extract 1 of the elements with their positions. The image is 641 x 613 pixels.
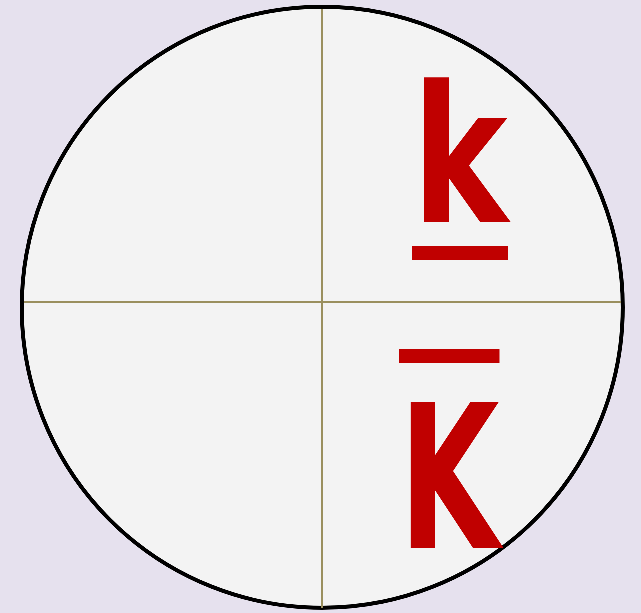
underlined-letter: k [412,62,508,252]
